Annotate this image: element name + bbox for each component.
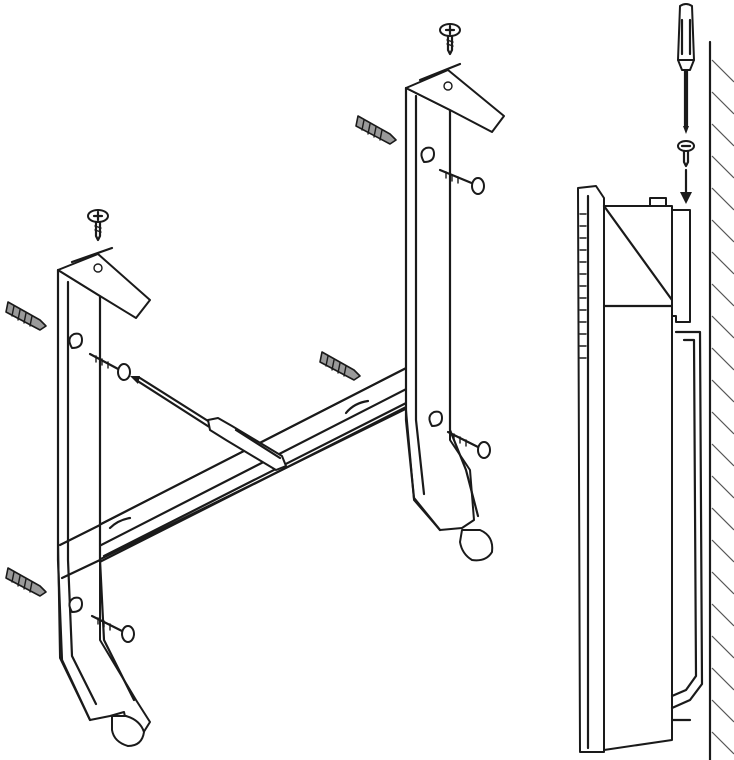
screwdriver-vertical [677, 3, 695, 134]
wall-plug-upper-right [355, 115, 397, 145]
wall-hatch-line [711, 379, 734, 403]
wall-hatch-line [711, 443, 734, 467]
wall-hatch-line [711, 123, 734, 147]
bracket-crossbar [57, 360, 429, 580]
wall-hatch-line [711, 59, 734, 83]
wall-hatch-line [711, 347, 734, 371]
wall-plug-middle [319, 351, 361, 381]
wall-hatch-line [711, 315, 734, 339]
wall-hatch-line [711, 539, 734, 563]
screw-side-view [677, 140, 695, 168]
screw-top-right [439, 23, 461, 56]
wall-hatch-line [711, 635, 734, 659]
screwdriver-diagonal [130, 376, 287, 471]
screw-top-left [87, 209, 109, 242]
wall-hatch-line [711, 603, 734, 627]
wall-hatch-line [711, 411, 734, 435]
wall-hatch-line [711, 475, 734, 499]
wall-bracket-frame [56, 62, 505, 747]
screw-right-upper [438, 168, 485, 195]
screw-right-lower [446, 430, 491, 459]
wall-hatch-line [711, 283, 734, 307]
wall-hatch-line [711, 731, 734, 755]
wall-hatch-line [711, 571, 734, 595]
screw-left-upper [88, 352, 131, 381]
wall-plug-upper-left [5, 301, 47, 331]
wall-hatch-line [711, 187, 734, 211]
bracket-upright-right [404, 62, 505, 562]
wall-plug-lower-left [5, 567, 47, 597]
down-arrow-icon [680, 168, 692, 204]
wall-section [708, 40, 734, 760]
bracket-upright-left [56, 246, 151, 747]
wall-hatch-line [711, 219, 734, 243]
heater-side-view [577, 185, 704, 753]
wall-hatch-line [711, 507, 734, 531]
wall-hatch-line [711, 91, 734, 115]
wall-hatch-line [711, 699, 734, 723]
wall-hatch-line [711, 667, 734, 691]
wall-hatch-line [711, 155, 734, 179]
screw-left-lower [90, 614, 135, 643]
wall-hatch-line [711, 251, 734, 275]
